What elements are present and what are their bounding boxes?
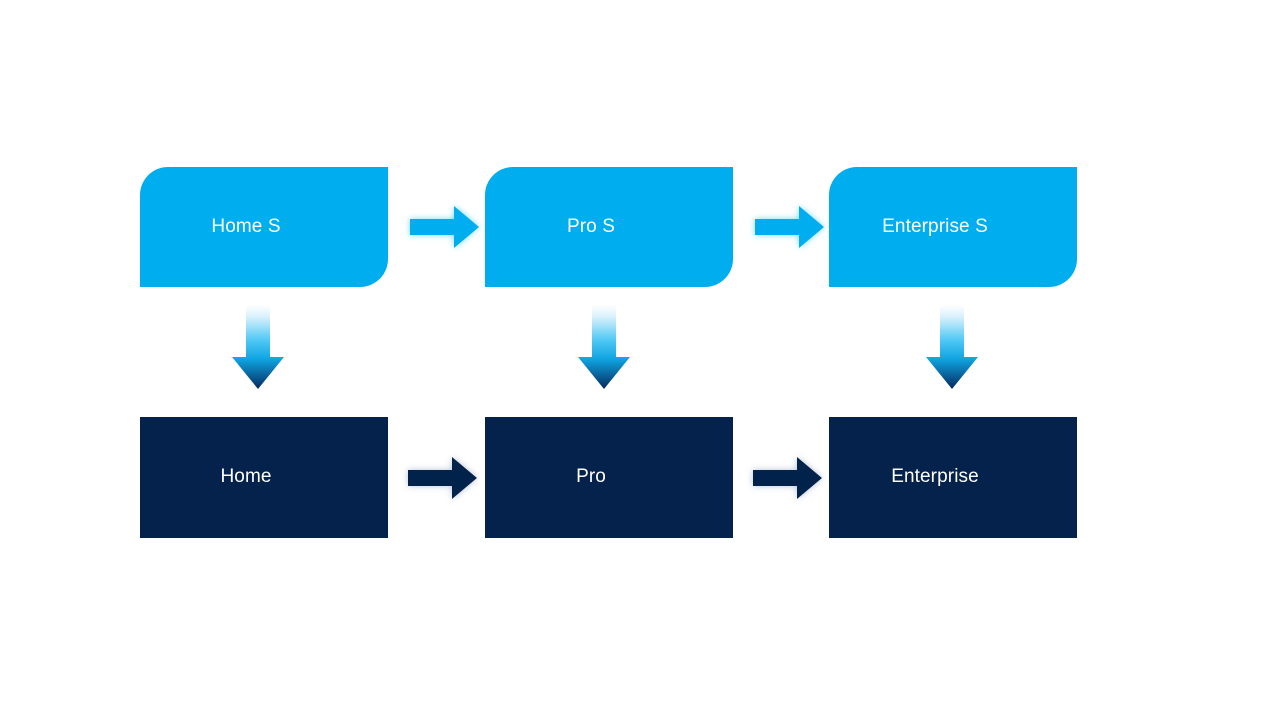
node-label: Home S	[211, 215, 281, 237]
connector-home-to-pro	[404, 452, 480, 504]
arrow-right-icon	[410, 206, 479, 248]
node-label: Pro S	[566, 215, 616, 237]
arrow-down-icon	[232, 305, 284, 389]
node-pro[interactable]: Pro	[485, 417, 733, 538]
node-enterprise[interactable]: Enterprise	[829, 417, 1077, 538]
node-label: Home	[220, 466, 272, 488]
node-label: Enterprise	[891, 466, 979, 488]
node-pro-s[interactable]: Pro S	[485, 167, 733, 287]
arrow-right-icon	[755, 206, 824, 248]
node-home-s[interactable]: Home S	[140, 167, 388, 287]
node-label: Enterprise S	[882, 215, 988, 237]
node-label: Pro	[576, 466, 606, 488]
arrow-right-icon	[753, 457, 822, 499]
arrow-right-icon	[408, 457, 477, 499]
arrow-down-icon	[578, 305, 630, 389]
arrow-down-icon	[926, 305, 978, 389]
node-enterprise-s[interactable]: Enterprise S	[829, 167, 1077, 287]
connector-pro-s-to-enterprise-s	[751, 201, 827, 253]
node-home[interactable]: Home	[140, 417, 388, 538]
connector-home-s-to-home	[230, 305, 286, 391]
connector-enterprise-s-to-enterprise	[924, 305, 980, 391]
connector-pro-s-to-pro	[576, 305, 632, 391]
connector-pro-to-enterprise	[749, 452, 825, 504]
connector-home-s-to-pro-s	[406, 201, 482, 253]
